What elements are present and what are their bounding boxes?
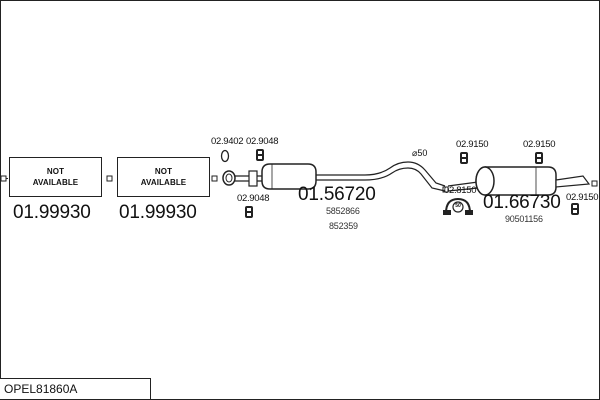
- rear-section-part-number: 01.66730: [483, 192, 561, 213]
- rear-muffler: [485, 166, 557, 196]
- hanger-icon: [535, 152, 543, 164]
- fitting-code-front-hanger-bottom: 02.9048: [237, 193, 270, 204]
- joint-marker-3: [442, 186, 449, 193]
- front-pipe-clamp: [248, 170, 258, 187]
- mid-section-oe-number-2: 852359: [329, 221, 358, 231]
- right-connector-marker: [591, 180, 598, 187]
- tail-pipe: [555, 175, 591, 188]
- fitting-code-front-clamp: 02.9402: [211, 136, 244, 147]
- fitting-code-rear-clamp: 02.8150: [444, 185, 477, 196]
- kit-title: OPEL81860A: [4, 382, 78, 396]
- part-number-na-2: 01.99930: [119, 202, 197, 223]
- hanger-icon: [571, 203, 579, 215]
- fitting-code-front-hanger-top: 02.9048: [246, 136, 279, 147]
- hanger-icon: [460, 152, 468, 164]
- part-number-na-1: 01.99930: [13, 202, 91, 223]
- title-box: OPEL81860A: [0, 378, 151, 399]
- hanger-icon: [256, 149, 264, 161]
- not-available-line-1: NOT: [154, 167, 173, 176]
- clamp-icon: [220, 149, 230, 163]
- rear-section-oe-number: 90501156: [505, 214, 543, 224]
- clamp-badge-label: 50: [455, 203, 461, 209]
- fitting-code-rear-hanger-right: 02.9150: [523, 139, 556, 150]
- pipe-diameter-label: ⌀50: [412, 148, 428, 158]
- not-available-line-1: NOT: [46, 167, 65, 176]
- mid-section-part-number: 01.56720: [298, 184, 376, 205]
- mid-section-oe-number-1: 5852866: [326, 206, 360, 216]
- joint-marker-2: [211, 175, 218, 182]
- left-connector-marker: [0, 175, 7, 182]
- not-available-line-2: AVAILABLE: [140, 178, 187, 187]
- mid-muffler: [261, 163, 317, 190]
- clamp-50-icon: [443, 197, 473, 215]
- fitting-code-rear-hanger-left: 02.9150: [456, 139, 489, 150]
- joint-marker-1: [106, 175, 113, 182]
- fitting-code-rear-hanger-tail: 02.9150: [566, 192, 599, 203]
- not-available-box-1: NOT AVAILABLE: [9, 157, 102, 197]
- not-available-box-2: NOT AVAILABLE: [117, 157, 210, 197]
- hanger-icon: [245, 206, 253, 218]
- not-available-line-2: AVAILABLE: [32, 178, 79, 187]
